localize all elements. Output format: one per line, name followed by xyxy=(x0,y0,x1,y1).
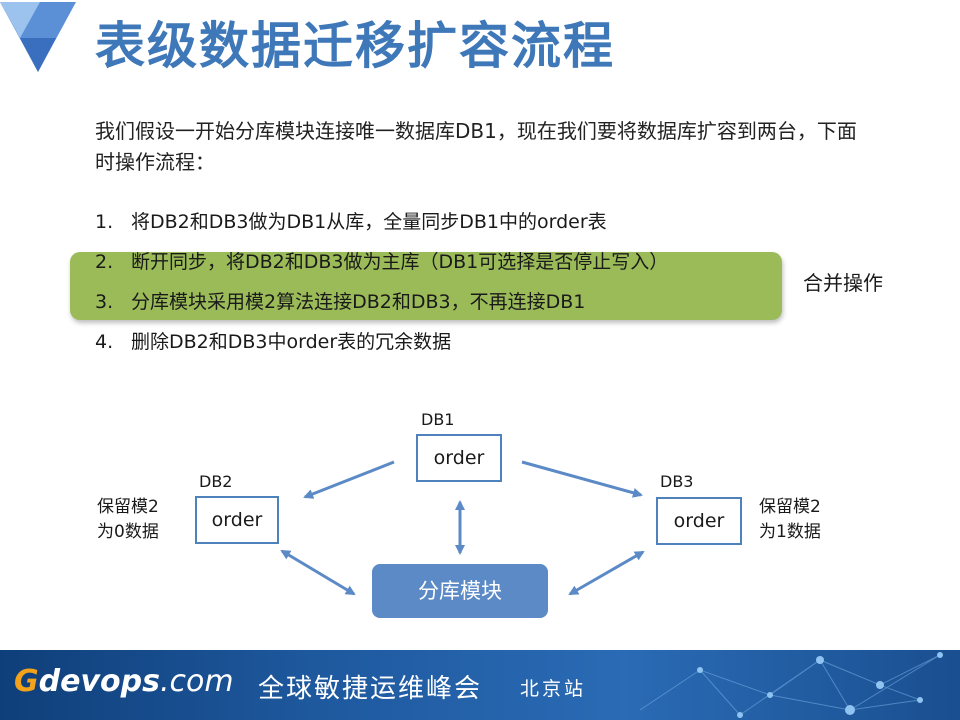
intro-text: 我们假设一开始分库模块连接唯一数据库DB1，现在我们要将数据库扩容到两台，下面时… xyxy=(95,119,857,174)
arrow-db1-to-db3 xyxy=(521,460,643,498)
summit-name: 全球敏捷运维峰会 xyxy=(258,674,483,704)
list-item: 4.删除DB2和DB3中order表的冗余数据 xyxy=(95,331,452,353)
sharding-module-box: 分库模块 xyxy=(372,564,548,618)
arrow-db3-module xyxy=(568,550,645,596)
arrow-db2-module xyxy=(280,549,356,596)
db3-note: 保留模2 为1数据 xyxy=(759,497,821,542)
network-decoration-icon xyxy=(639,652,943,718)
step-list: 1.将DB2和DB3做为DB1从库，全量同步DB1中的order表 2.断开同步… xyxy=(95,204,668,364)
diagram-arrows xyxy=(280,460,645,596)
db2-order-box: order xyxy=(195,496,279,544)
logo-triangle-icon xyxy=(0,2,76,72)
list-item: 3.分库模块采用模2算法连接DB2和DB3，不再连接DB1 xyxy=(95,291,586,313)
db1-label: DB1 xyxy=(421,410,455,429)
merge-highlight xyxy=(70,252,782,320)
list-item: 2.断开同步，将DB2和DB3做为主库（DB1可选择是否停止写入） xyxy=(95,251,669,273)
footer-banner: Gdevops.com 全球敏捷运维峰会 北京站 xyxy=(0,650,960,720)
db2-note: 保留模2 为0数据 xyxy=(97,497,159,542)
brand-logo: Gdevops.com xyxy=(14,664,234,699)
db3-label: DB3 xyxy=(660,472,694,491)
list-item: 1.将DB2和DB3做为DB1从库，全量同步DB1中的order表 xyxy=(95,211,607,233)
db1-order-box: order xyxy=(416,434,502,482)
arrow-db1-to-db2 xyxy=(303,460,395,499)
merge-label: 合并操作 xyxy=(803,271,883,295)
db3-order-box: order xyxy=(656,497,742,545)
db2-label: DB2 xyxy=(199,472,233,491)
page-title: 表级数据迁移扩容流程 xyxy=(95,17,615,75)
summit-city: 北京站 xyxy=(520,678,587,700)
